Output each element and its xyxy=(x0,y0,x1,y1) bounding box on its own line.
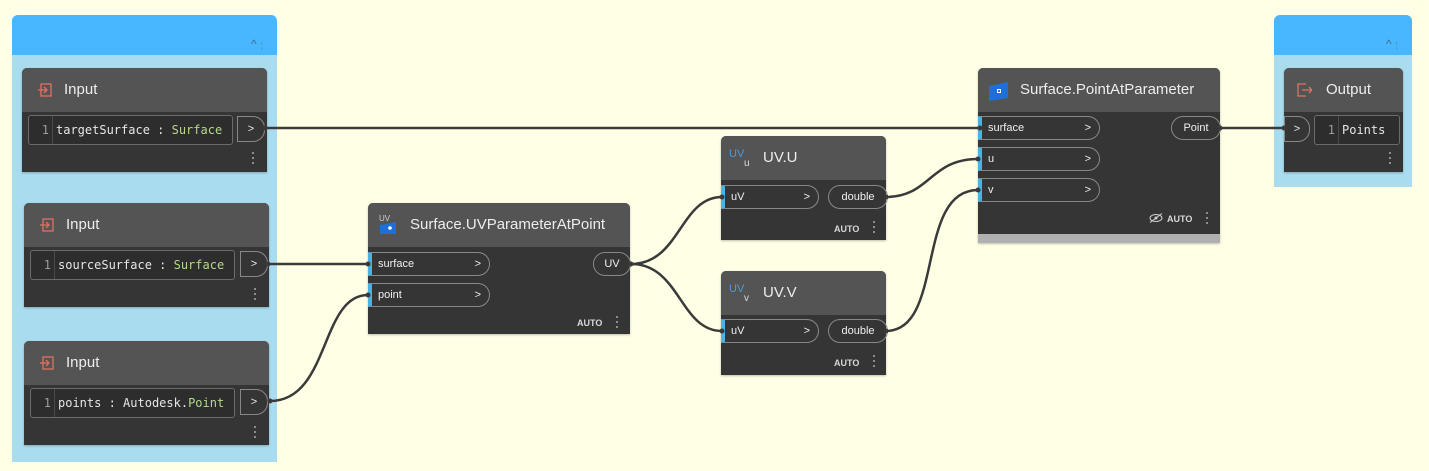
point-at-parameter-node[interactable]: Surface.PointAtParameter surface> u> v> … xyxy=(978,68,1221,243)
code-editor[interactable]: 1 sourceSurface : Surface xyxy=(30,250,235,280)
output-port-double[interactable]: double xyxy=(828,185,888,209)
node-title: Input xyxy=(66,216,100,233)
node-menu-icon[interactable] xyxy=(873,355,876,369)
lacing-label[interactable]: AUTO xyxy=(834,224,860,234)
svg-text:v: v xyxy=(744,293,749,303)
uv-parameter-at-point-node[interactable]: UV Surface.UVParameterAtPoint surface> p… xyxy=(368,203,631,334)
lacing-label[interactable]: AUTO xyxy=(577,318,603,328)
input-port-v[interactable]: v> xyxy=(978,178,1100,202)
wire-uv-to-v xyxy=(630,262,723,333)
group-header[interactable]: ^ xyxy=(1274,15,1412,55)
output-port-point[interactable]: Point xyxy=(1171,116,1221,140)
input-node-target-surface[interactable]: Input 1 targetSurface : Surface > xyxy=(22,68,267,172)
code-text: Points xyxy=(1342,123,1386,137)
output-port[interactable]: > xyxy=(240,389,268,415)
node-title: UV.V xyxy=(763,284,797,301)
output-port[interactable]: > xyxy=(240,251,268,277)
node-header[interactable]: UV Surface.UVParameterAtPoint xyxy=(368,203,630,247)
preview-hidden-icon[interactable] xyxy=(1149,213,1163,223)
code-editor[interactable]: 1 points : Autodesk.Point xyxy=(30,388,235,418)
line-number: 1 xyxy=(1315,116,1339,144)
node-title: Surface.PointAtParameter xyxy=(1020,81,1195,98)
input-port-surface[interactable]: surface> xyxy=(978,116,1100,140)
lacing-label[interactable]: AUTO xyxy=(834,358,860,368)
node-title: UV.U xyxy=(763,149,798,166)
input-node-points[interactable]: Input 1 points : Autodesk.Point > xyxy=(24,341,269,445)
node-title: Surface.UVParameterAtPoint xyxy=(410,216,606,233)
code-text: points : Autodesk.Point xyxy=(58,396,225,410)
svg-text:UV: UV xyxy=(379,214,391,223)
node-menu-icon[interactable] xyxy=(252,152,255,166)
wire-points xyxy=(269,293,369,403)
uv-u-icon: UVu xyxy=(729,148,750,168)
input-icon xyxy=(40,218,54,232)
wire-uv-to-u xyxy=(630,195,723,266)
node-header[interactable]: Input xyxy=(24,203,269,247)
node-menu-icon[interactable] xyxy=(616,316,619,330)
output-node[interactable]: Output > 1 Points xyxy=(1284,68,1403,172)
node-status-bar xyxy=(978,234,1220,243)
node-menu-icon[interactable] xyxy=(254,426,257,440)
surface-point-icon xyxy=(989,82,1008,101)
svg-text:UV: UV xyxy=(729,148,745,160)
surface-uv-icon: UV xyxy=(379,214,396,234)
node-menu-icon[interactable] xyxy=(873,221,876,235)
node-header[interactable]: Output xyxy=(1284,68,1403,112)
svg-text:UV: UV xyxy=(729,283,745,295)
chevron-up-icon[interactable]: ^ xyxy=(1386,37,1398,51)
code-text: targetSurface : Surface xyxy=(56,123,223,137)
input-icon xyxy=(38,83,52,97)
svg-text:u: u xyxy=(744,158,750,168)
input-icon xyxy=(40,356,54,370)
chevron-up-icon[interactable]: ^ xyxy=(251,37,263,51)
wire-v-to-pap xyxy=(885,188,979,333)
uv-v-icon: UVv xyxy=(729,283,749,303)
input-node-source-surface[interactable]: Input 1 sourceSurface : Surface > xyxy=(24,203,269,307)
output-port[interactable]: > xyxy=(237,116,265,142)
output-port-uv[interactable]: UV xyxy=(593,252,631,276)
input-port-point[interactable]: point> xyxy=(368,283,490,307)
group-header[interactable]: ^ xyxy=(12,15,277,55)
node-title: Input xyxy=(66,354,100,371)
line-number: 1 xyxy=(31,389,55,417)
line-number: 1 xyxy=(29,116,53,144)
line-number: 1 xyxy=(31,251,55,279)
code-text: sourceSurface : Surface xyxy=(58,258,225,272)
node-menu-icon[interactable] xyxy=(1206,212,1209,226)
node-header[interactable]: Input xyxy=(24,341,269,385)
node-menu-icon[interactable] xyxy=(1389,152,1392,166)
output-port-double[interactable]: double xyxy=(828,319,888,343)
code-editor[interactable]: 1 Points xyxy=(1314,115,1400,145)
node-menu-icon[interactable] xyxy=(254,288,257,302)
node-title: Output xyxy=(1326,81,1372,98)
output-icon xyxy=(1297,83,1312,97)
input-port-surface[interactable]: surface> xyxy=(368,252,490,276)
input-port-u[interactable]: u> xyxy=(978,147,1100,171)
input-port-uv[interactable]: uV> xyxy=(721,185,819,209)
code-editor[interactable]: 1 targetSurface : Surface xyxy=(28,115,233,145)
lacing-label[interactable]: AUTO xyxy=(1167,214,1193,224)
input-port[interactable]: > xyxy=(1284,116,1310,142)
node-title: Input xyxy=(64,81,98,98)
wire-u-to-pap xyxy=(885,157,979,199)
node-header[interactable]: Surface.PointAtParameter xyxy=(978,68,1220,112)
node-header[interactable]: Input xyxy=(22,68,267,112)
input-port-uv[interactable]: uV> xyxy=(721,319,819,343)
